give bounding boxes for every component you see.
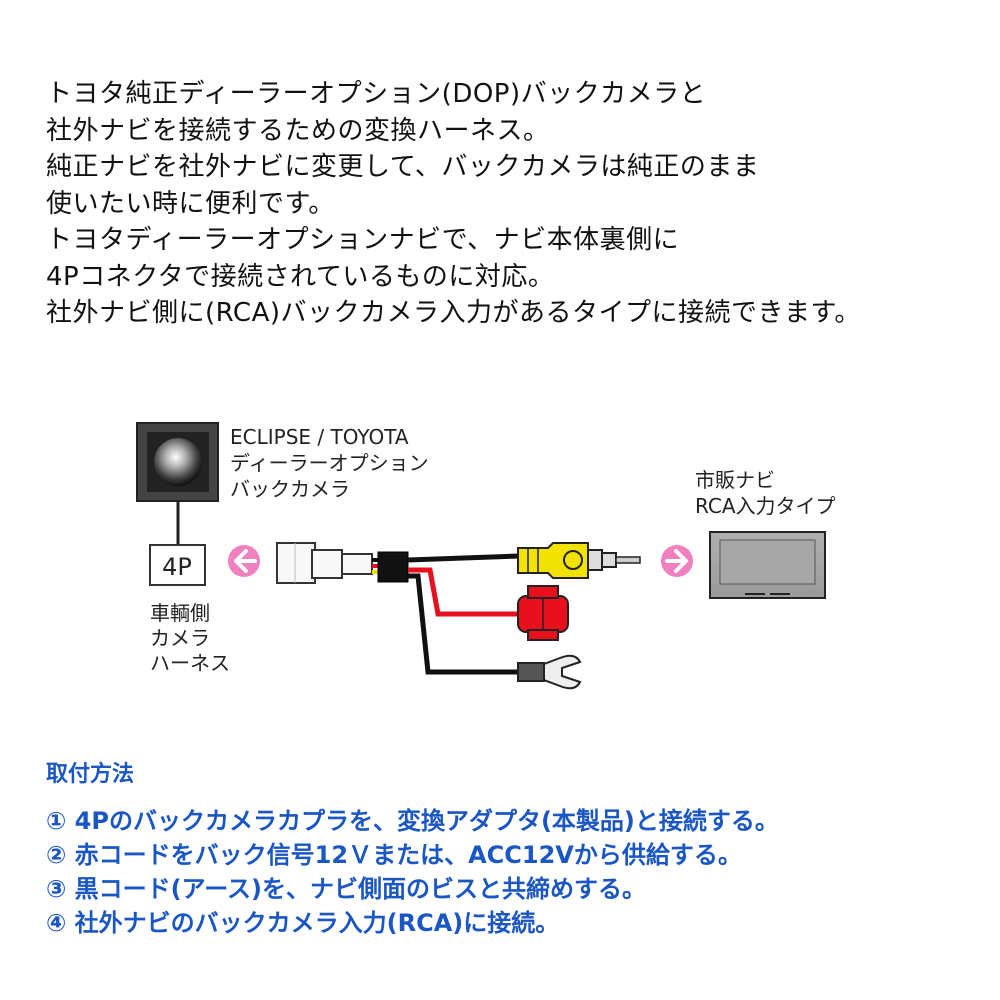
intro-line: 社外ナビ側に(RCA)バックカメラ入力があるタイプに接続できます。	[46, 298, 861, 328]
harness-label-line: ハーネス	[150, 651, 230, 675]
intro-text: トヨタ純正ディーラーオプション(DOP)バックカメラと 社外ナビを接続するための…	[46, 76, 986, 332]
navi-label-line: RCA入力タイプ	[695, 494, 836, 518]
4p-plug	[276, 542, 373, 584]
red-connector	[517, 585, 569, 641]
intro-line: 社外ナビを接続するための変換ハーネス。	[46, 115, 550, 146]
rca-plug	[517, 542, 641, 579]
connector-4p-label: 4P	[162, 553, 192, 581]
left-arrow-icon	[228, 545, 260, 577]
red-wire	[408, 567, 520, 617]
instruction-step: ② 赤コードをバック信号12Ｖまたは、ACC12Vから供給する。	[46, 841, 742, 869]
wiring-diagram: ECLIPSE / TOYOTA ディーラーオプション バックカメラ 4P 車輌…	[136, 422, 836, 690]
instruction-step: ① 4Pのバックカメラカプラを、変換アダプタ(本製品)と接続する。	[46, 807, 779, 835]
video-cable	[407, 553, 521, 563]
camera-icon	[136, 422, 219, 502]
junction-block	[377, 551, 409, 583]
harness-label-line: 車輌側	[150, 601, 210, 625]
navi-label-line: 市販ナビ	[695, 468, 775, 492]
intro-line: トヨタ純正ディーラーオプション(DOP)バックカメラと	[46, 79, 707, 109]
instructions-heading: 取付方法	[46, 762, 135, 787]
right-arrow-icon	[661, 545, 693, 577]
intro-line: トヨタディーラーオプションナビで、ナビ本体裏側に	[46, 225, 680, 255]
intro-line: 使いたい時に便利です。	[46, 188, 335, 219]
installation-instructions: 取付方法 ① 4Pのバックカメラカプラを、変換アダプタ(本製品)と接続する。 ②…	[46, 760, 986, 940]
instructions-steps: ① 4Pのバックカメラカプラを、変換アダプタ(本製品)と接続する。 ② 赤コード…	[46, 804, 986, 940]
instruction-step: ③ 黒コード(アース)を、ナビ側面のビスと共締めする。	[46, 875, 646, 903]
camera-label-line: バックカメラ	[230, 477, 350, 501]
ground-terminal	[517, 654, 582, 690]
harness-label-line: カメラ	[150, 626, 210, 650]
connector-4p-box	[149, 544, 206, 586]
camera-label-line: ECLIPSE / TOYOTA	[230, 425, 409, 449]
intro-line: 純正ナビを社外ナビに変更して、バックカメラは純正のまま	[46, 152, 760, 182]
navi-unit-icon	[709, 531, 826, 599]
camera-label-line: ディーラーオプション	[230, 451, 429, 475]
intro-line: 4Pコネクタで接続されているものに対応。	[46, 261, 555, 292]
instruction-step: ④ 社外ナビのバックカメラ入力(RCA)に接続。	[46, 909, 560, 937]
ground-wire	[408, 573, 520, 675]
